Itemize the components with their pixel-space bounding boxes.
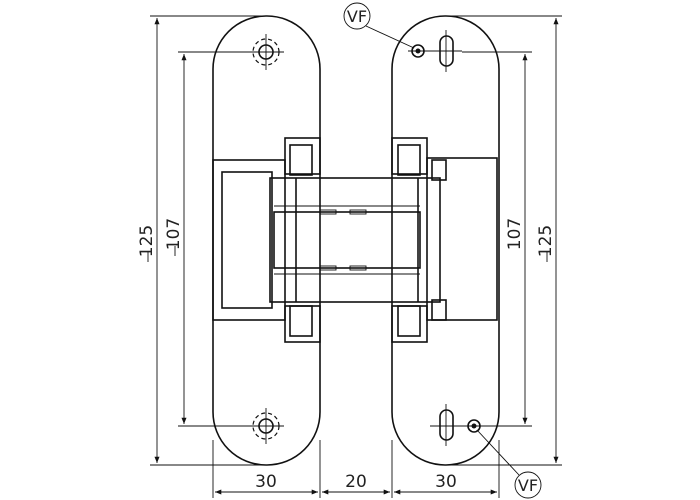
left-bottom-hole — [248, 408, 284, 444]
left-top-hole — [248, 34, 284, 70]
dim-right-hole-spacing: 107 — [505, 218, 525, 250]
dimension-lines — [150, 15, 562, 498]
center-mechanism — [269, 177, 441, 303]
right-bottom-slot — [430, 404, 486, 446]
callout-bottom-label: VF — [518, 476, 538, 495]
callout-top-vf: VF — [343, 2, 415, 49]
dim-bottom-gap: 20 — [345, 472, 367, 492]
callout-top-label: VF — [347, 7, 367, 26]
dim-left-height: 125 — [137, 225, 157, 257]
callout-bottom-vf: VF — [476, 429, 542, 499]
right-top-slot — [408, 30, 462, 72]
dim-bottom-left-width: 30 — [255, 472, 277, 492]
left-hinge-leaf — [212, 15, 321, 466]
dim-bottom-right-width: 30 — [435, 472, 457, 492]
right-hinge-leaf — [391, 15, 500, 466]
dim-left-hole-spacing: 107 — [164, 218, 184, 250]
dim-right-height: 125 — [536, 225, 556, 257]
